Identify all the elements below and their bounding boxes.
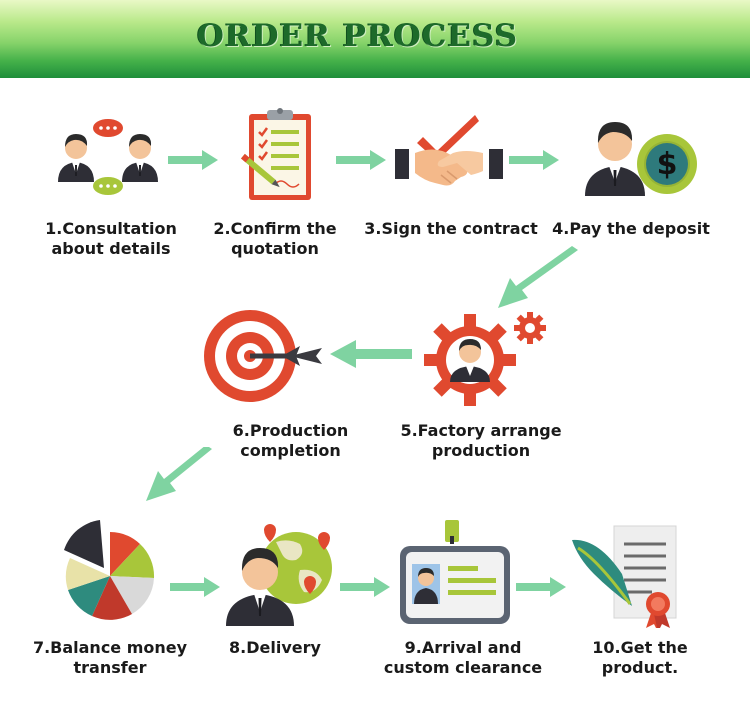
arrow-9-to-10 [516,577,566,597]
step-4-label: 4.Pay the deposit [552,219,710,238]
arrow-2-to-3 [336,150,386,170]
people-chat-icon [58,119,158,195]
person-dollar-icon: $ [585,122,697,196]
title-banner: ORDER PROCESS [0,0,750,78]
target-dart-icon [204,310,322,402]
arrow-8-to-9 [340,577,390,597]
step-5-label: 5.Factory arrange production [400,421,562,460]
step-7-label: 7.Balance money transfer [32,638,188,677]
arrow-4-to-5 [498,246,578,308]
arrow-7-to-8 [170,577,220,597]
arrow-3-to-4 [509,150,559,170]
pie-chart-icon [64,520,155,620]
step-9-label: 9.Arrival and custom clearance [383,638,543,677]
certificate-quill-icon [572,525,677,628]
step-8-label: 8.Delivery [229,638,321,657]
gear-person-icon [424,312,546,406]
step-3-label: 3.Sign the contract [364,219,538,238]
clipboard-checklist-icon [240,108,311,200]
arrow-6-to-7 [146,447,212,501]
arrow-5-to-6 [330,340,412,368]
page-title: ORDER PROCESS [196,18,519,54]
arrow-1-to-2 [168,150,218,170]
id-badge-icon [400,520,510,624]
step-2-label: 2.Confirm the quotation [213,219,337,258]
handshake-icon [395,115,503,186]
person-globe-icon [226,524,332,626]
step-6-label: 6.Production completion [232,421,349,460]
svg-text:$: $ [657,147,678,182]
step-1-label: 1.Consultation about details [45,219,177,258]
step-10-label: 10.Get the product. [592,638,688,677]
